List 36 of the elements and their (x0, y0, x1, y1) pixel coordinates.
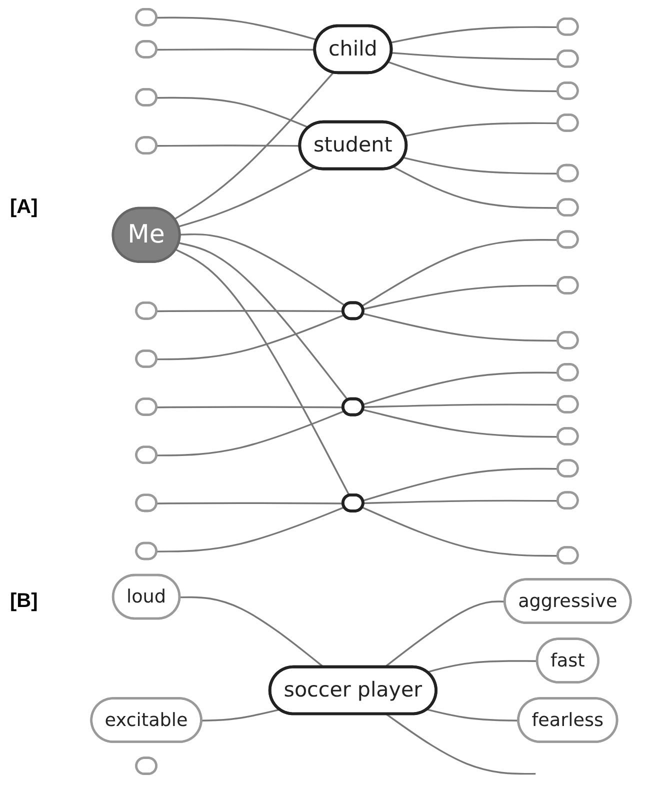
connector (403, 156, 558, 174)
connector (156, 410, 345, 456)
connector (156, 314, 345, 360)
connector (178, 242, 349, 401)
connector (362, 408, 558, 438)
connector (363, 284, 558, 310)
connector (427, 660, 538, 673)
connector (388, 61, 558, 92)
connector (174, 72, 334, 220)
connector (392, 52, 558, 60)
connector (427, 708, 519, 722)
connector (386, 714, 536, 775)
connector (180, 233, 346, 307)
connector (361, 239, 558, 307)
connector (156, 506, 345, 552)
connector (404, 122, 558, 137)
connector (176, 248, 350, 496)
connector (156, 96, 310, 128)
connector (156, 144, 300, 147)
connector (362, 312, 558, 342)
connector (178, 166, 315, 228)
connector (362, 372, 558, 406)
connector (202, 708, 280, 722)
panel-label: [A] (10, 196, 39, 219)
connector (362, 468, 558, 502)
connector (156, 48, 316, 51)
connector (156, 310, 344, 312)
connector (156, 406, 344, 408)
connector (362, 506, 558, 557)
connector (156, 16, 318, 41)
connector (363, 404, 558, 408)
panel-label: [B] (10, 590, 39, 614)
connector (363, 500, 558, 504)
connector (393, 166, 558, 209)
connector (156, 502, 344, 504)
connector (390, 26, 558, 44)
